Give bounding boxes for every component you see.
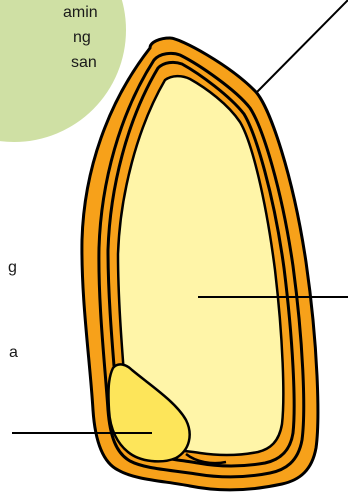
bran-pointer-line [257, 0, 348, 92]
grain-kernel [82, 38, 318, 490]
left-label-fragment-1: g [8, 259, 17, 276]
callout-text-line-2: ng [73, 29, 91, 46]
callout-text-line-1: amin [63, 4, 98, 21]
left-label-fragment-2: a [9, 344, 18, 361]
callout-text-line-3: san [71, 54, 97, 71]
